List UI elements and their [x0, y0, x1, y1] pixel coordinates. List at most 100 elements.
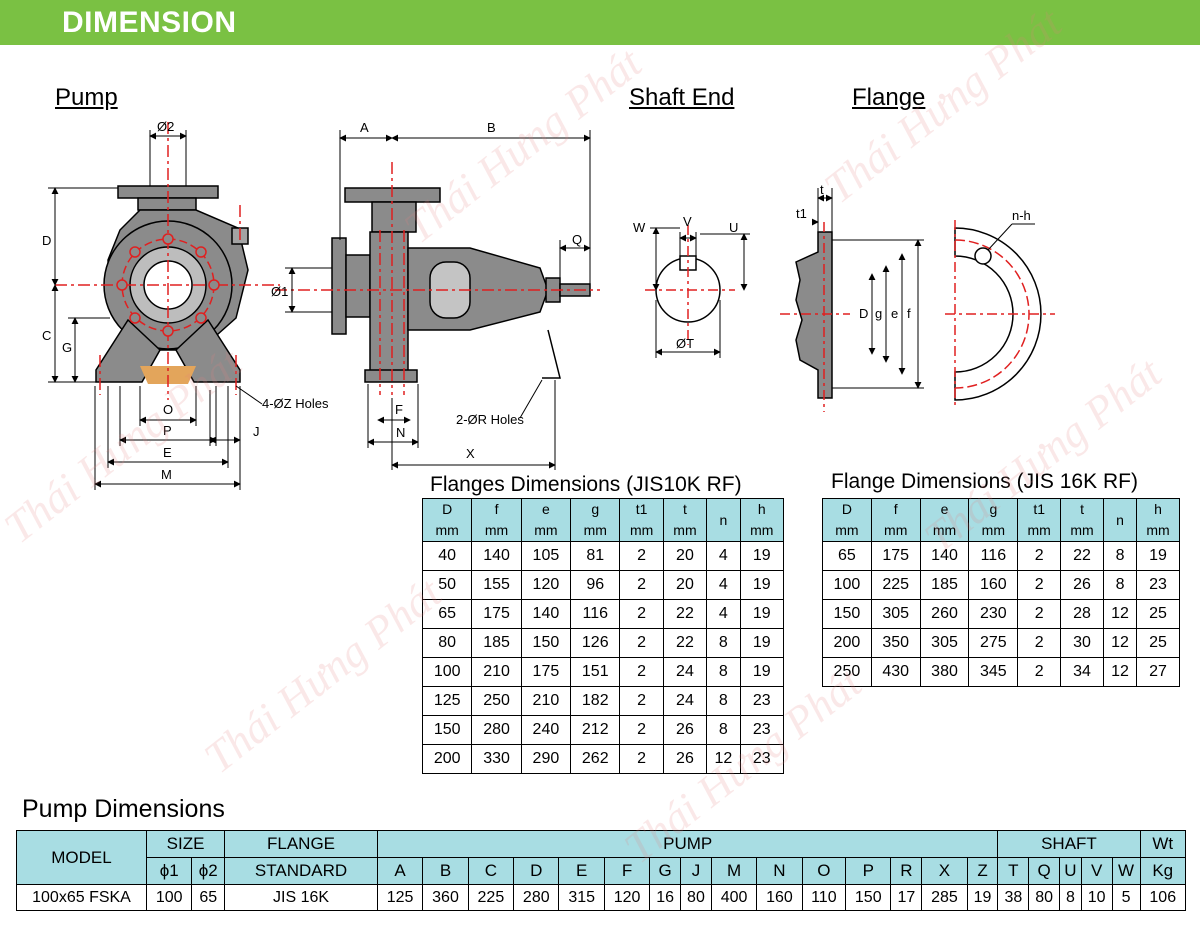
table-cell: 305 [919, 628, 970, 658]
table-cell: 280 [471, 715, 522, 745]
table-cell: 2 [619, 686, 664, 716]
col-pump-sub: B [422, 857, 469, 885]
table-cell: 225 [870, 570, 921, 600]
header-symbol: D [442, 501, 453, 517]
header-unit: mm [583, 522, 607, 538]
flange-section-view: t t1 D g e f [780, 182, 924, 412]
label-J: J [253, 424, 260, 439]
header-symbol: n [719, 511, 728, 528]
table-cell: 155 [471, 570, 522, 600]
table-cell: 125 [376, 884, 424, 911]
header-banner: DIMENSION [0, 0, 1200, 45]
table-cell: 8 [706, 628, 741, 658]
table-cell: 240 [520, 715, 572, 745]
table-cell: 100 [145, 884, 193, 911]
table-cell: 105 [520, 541, 572, 571]
table-cell: 175 [870, 541, 921, 571]
table-cell: 2 [619, 657, 664, 687]
table-cell: 350 [870, 628, 921, 658]
flange-face-view: n-h [945, 208, 1055, 408]
shaft-end-heading: Shaft End [629, 84, 735, 111]
table-cell: 5 [1111, 884, 1141, 911]
col-pump-sub: A [376, 857, 424, 885]
table-cell: 150 [822, 599, 872, 629]
table-cell: 24 [662, 657, 708, 687]
table-cell: 19 [1136, 541, 1180, 571]
table-cell: 2 [1017, 599, 1062, 629]
header-symbol: t1 [1033, 501, 1046, 517]
table-cell: 80 [421, 628, 473, 658]
table-cell: 100 [421, 657, 473, 687]
col-pump: PUMP [376, 830, 999, 858]
label-nh: n-h [1012, 208, 1031, 223]
table-cell: 10 [1080, 884, 1113, 911]
label-V: V [683, 214, 692, 229]
header-symbol: e [542, 501, 550, 517]
table-cell: 110 [801, 884, 847, 911]
header-unit: mm [1027, 522, 1051, 538]
pump-dims-title: Pump Dimensions [22, 795, 225, 823]
table-cell: 19 [739, 628, 785, 658]
table-cell: 19 [739, 541, 785, 571]
table-cell: 2 [1017, 657, 1062, 687]
table-cell: 140 [471, 541, 522, 571]
shaft-end-view: W V U ØT [633, 214, 750, 358]
col-size-sub: ϕ1 [145, 857, 193, 885]
table-cell: 116 [968, 541, 1019, 571]
label-D: D [42, 233, 51, 248]
col-model: MODEL [16, 830, 147, 885]
label-t1: t1 [796, 206, 807, 221]
table-cell: 8 [706, 686, 741, 716]
table-cell: 2 [619, 628, 664, 658]
table-cell: 23 [739, 715, 785, 745]
header-symbol: e [940, 501, 949, 517]
col-pump-sub: M [710, 857, 758, 885]
col-shaft-sub: W [1111, 857, 1141, 885]
table-cell: 65 [421, 599, 473, 629]
table-cell: 26 [1060, 570, 1104, 600]
table-cell: 12 [1102, 657, 1138, 687]
header-symbol: h [757, 501, 766, 517]
table-cell: 126 [570, 628, 621, 658]
col-pump-sub: R [890, 857, 923, 885]
label-t: t [820, 182, 824, 197]
table-cell: 200 [421, 744, 473, 774]
table-cell: 175 [471, 599, 522, 629]
label-E: E [163, 445, 172, 460]
table-cell: 120 [520, 570, 572, 600]
watermark: Thái Hưng Phát [195, 568, 451, 783]
table-cell: 19 [739, 570, 785, 600]
header-symbol: n [1116, 511, 1124, 528]
table-cell: 4 [706, 599, 741, 629]
header-symbol: g [989, 501, 998, 517]
table-cell: 8 [1102, 541, 1138, 571]
table-cell: 200 [822, 628, 872, 658]
col-pump-sub: J [680, 857, 712, 885]
col-pump-sub: X [921, 857, 968, 885]
table-cell: 250 [471, 686, 522, 716]
pump-side-centerlines [275, 162, 600, 395]
table-cell: 23 [739, 744, 785, 774]
table-cell: 275 [968, 628, 1019, 658]
table-cell: 290 [520, 744, 572, 774]
col-shaft-sub: Q [1028, 857, 1061, 885]
label-P: P [163, 423, 172, 438]
table-cell: 8 [706, 657, 741, 687]
table-cell: 151 [570, 657, 621, 687]
header-symbol: D [841, 501, 852, 517]
header-symbol: t [683, 501, 687, 517]
table-header-cell: h mm [739, 498, 785, 542]
col-size: SIZE [145, 830, 226, 858]
col-shaft-sub: U [1059, 857, 1082, 885]
header-unit: mm [750, 522, 774, 538]
table-cell: 400 [710, 884, 758, 911]
